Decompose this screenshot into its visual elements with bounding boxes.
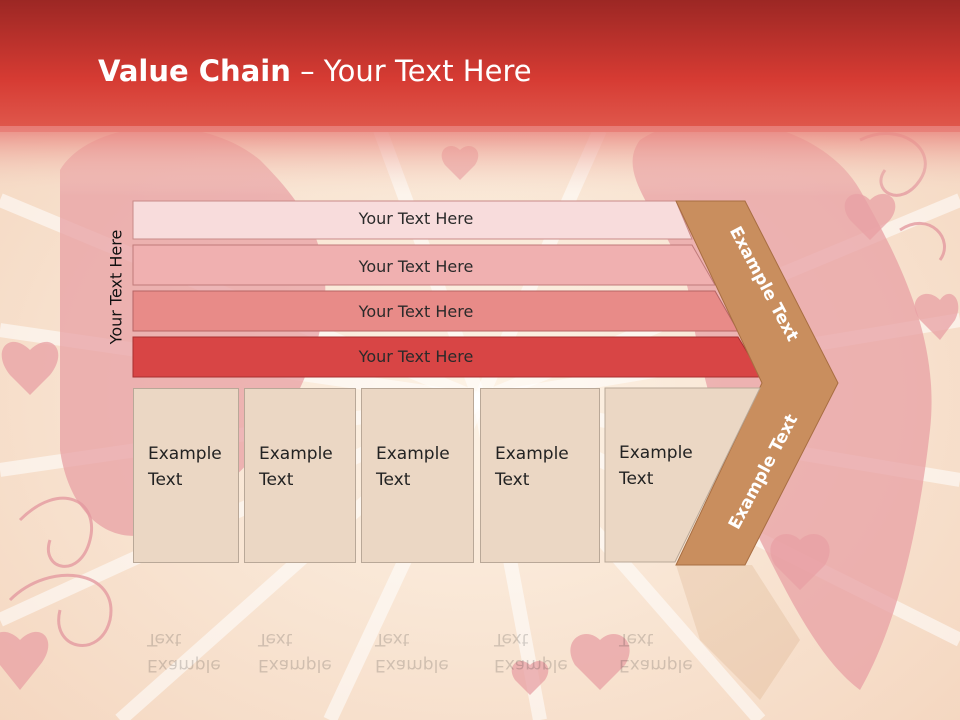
page-title: Value Chain – Your Text Here (98, 54, 532, 88)
reflection-box-1: Example Text (133, 578, 239, 678)
box-5-line1: Example (619, 443, 693, 463)
box-5-shape (604, 387, 761, 563)
bar-1 (132, 200, 693, 240)
chevron-shape (675, 200, 839, 566)
box-1-line2: Text (148, 470, 183, 490)
refl-4-line2: Text (494, 629, 529, 649)
reflection-box-2: Example Text (244, 578, 356, 678)
title-rest: – Your Text Here (290, 54, 532, 88)
bar-2 (132, 244, 716, 286)
box-3-line2: Text (376, 470, 411, 490)
reflection-box-5: Example Text (605, 578, 695, 678)
refl-3-line2: Text (375, 629, 410, 649)
refl-3-line1: Example (375, 655, 449, 675)
box-2-line2: Text (259, 470, 294, 490)
bar-1-label: Your Text Here (358, 209, 474, 228)
box-2-line1: Example (259, 444, 333, 464)
bar-3-label: Your Text Here (358, 302, 474, 321)
refl-1-line1: Example (147, 655, 221, 675)
reflection-box-3: Example Text (361, 578, 474, 678)
refl-5-line2: Text (619, 629, 654, 649)
box-1-line1: Example (148, 444, 222, 464)
box-4-line1: Example (495, 444, 569, 464)
refl-2-line1: Example (258, 655, 332, 675)
refl-4-line1: Example (494, 655, 568, 675)
refl-5-line1: Example (619, 655, 693, 675)
title-bold: Value Chain (98, 54, 291, 88)
box-5-line2: Text (619, 469, 654, 489)
bar-2-label: Your Text Here (358, 257, 474, 276)
reflection-chevron (676, 565, 800, 700)
refl-1-line2: Text (147, 629, 182, 649)
refl-2-line2: Text (258, 629, 293, 649)
bar-4-label: Your Text Here (358, 347, 474, 366)
box-4-line2: Text (495, 470, 530, 490)
reflection-box-4: Example Text (480, 578, 600, 678)
box-3-line1: Example (376, 444, 450, 464)
